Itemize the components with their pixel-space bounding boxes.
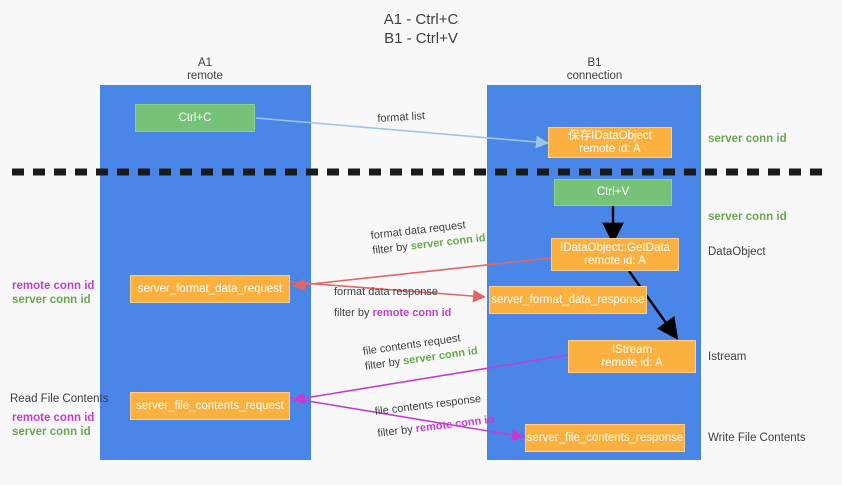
box-istream[interactable]: IStream remote id: A [568,340,696,373]
edge-label-format-list: format list [377,110,426,125]
box-server-format-data-response[interactable]: server_format_data_response [489,286,647,314]
box-server-format-data-request[interactable]: server_format_data_request [130,275,290,303]
filter-by-prefix: filter by [364,355,405,373]
box-idataobject-getdata[interactable]: IDataObject::GetData remote id: A [551,238,679,271]
edge-label-line1: format data response [334,286,438,298]
annotation-server-conn-id-top: server conn id [708,133,787,145]
lane-a1-role: remote [187,70,223,82]
filter-by-prefix: filter by [371,240,412,257]
lane-b1-name: B1 [587,57,602,69]
edge-format-list [255,117,549,149]
annotation-remote-conn-id-1: remote conn id [12,280,95,292]
edge-label-format-data-response: format data response filter by remote co… [334,285,451,321]
annotation-istream: Istream [708,351,747,363]
box-save-idataobject[interactable]: 保存IDataObject remote id: A [548,127,672,158]
annotation-server-conn-id-mid: server conn id [708,211,787,223]
annotation-remote-conn-id-2: remote conn id [12,412,95,424]
annotation-read-file-contents: Read File Contents [10,393,109,405]
edge-format-data-response [289,281,486,303]
edge-file-contents-request [292,354,569,405]
lane-header-a1: A1 remote [100,57,310,83]
filter-by-prefix: filter by [376,423,417,440]
annotation-conn-ids-format: remote conn id server conn id [12,279,94,307]
edge-getdata-to-istream [628,270,679,340]
annotation-dataobject: DataObject [708,246,766,258]
page-title: A1 - Ctrl+C B1 - Ctrl+V [383,11,459,47]
box-server-file-contents-response[interactable]: server_file_contents_response [525,424,685,452]
lane-b1-role: connection [566,70,623,82]
edge-format-data-request [292,257,552,292]
box-server-file-contents-request[interactable]: server_file_contents_request [130,392,290,420]
annotation-conn-ids-file: remote conn id server conn id [12,411,94,439]
lane-a1-name: A1 [197,57,213,69]
box-ctrl-c[interactable]: Ctrl+C [135,104,255,132]
box-ctrl-v[interactable]: Ctrl+V [554,179,672,206]
lane-header-b1: B1 connection [487,57,702,83]
filter-by-prefix: filter by [334,307,373,319]
edge-label-line2: filter by remote conn id [334,306,451,321]
annotation-server-conn-id-1: server conn id [12,294,91,306]
edge-file-contents-response [289,397,525,442]
annotation-write-file-contents: Write File Contents [708,432,806,444]
annotation-server-conn-id-2: server conn id [12,426,91,438]
filter-by-key: remote conn id [372,307,452,319]
